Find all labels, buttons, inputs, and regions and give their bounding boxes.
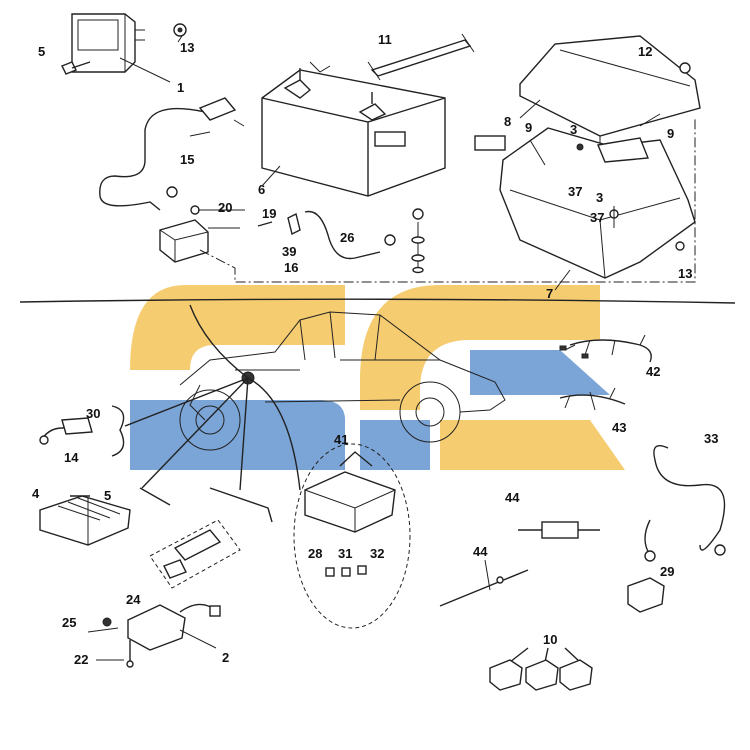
callout-25: 25 bbox=[62, 615, 76, 630]
callout-8: 8 bbox=[504, 114, 511, 129]
callout-7: 7 bbox=[546, 286, 553, 301]
extension-cable bbox=[644, 445, 726, 562]
section-divider bbox=[19, 298, 736, 304]
callout-2: 2 bbox=[222, 650, 229, 665]
callout-14: 14 bbox=[64, 450, 79, 465]
reference-line bbox=[199, 118, 696, 283]
ignition-coil bbox=[102, 603, 221, 668]
callout-13b: 13 bbox=[678, 266, 692, 281]
fuse-wire bbox=[439, 559, 529, 607]
watermark-blue-top bbox=[470, 350, 610, 395]
inline-fuse bbox=[518, 521, 600, 539]
battery bbox=[261, 61, 446, 197]
switch bbox=[627, 577, 665, 613]
callout-43: 43 bbox=[612, 420, 626, 435]
callout-29: 29 bbox=[660, 564, 674, 579]
callout-leaders bbox=[87, 35, 661, 661]
callout-30: 30 bbox=[86, 406, 100, 421]
callout-22: 22 bbox=[74, 652, 88, 667]
callout-16: 16 bbox=[284, 260, 298, 275]
callout-42: 42 bbox=[646, 364, 660, 379]
callout-11: 11 bbox=[378, 32, 392, 47]
watermark-blue-right bbox=[360, 420, 430, 470]
callout-12: 12 bbox=[638, 44, 652, 59]
battery-box bbox=[474, 127, 696, 279]
callout-20: 20 bbox=[218, 200, 232, 215]
voltage-regulator bbox=[39, 495, 131, 546]
callout-10: 10 bbox=[543, 632, 557, 647]
callout-37: 37 bbox=[568, 184, 582, 199]
battery-cable bbox=[99, 97, 245, 211]
callout-32: 32 bbox=[370, 546, 384, 561]
callout-15: 15 bbox=[180, 152, 194, 167]
callout-6: 6 bbox=[258, 182, 265, 197]
bolt-icon bbox=[679, 62, 691, 74]
watermark-yellow-bottom bbox=[440, 420, 625, 470]
callout-1: 1 bbox=[177, 80, 184, 95]
callout-33: 33 bbox=[704, 431, 718, 446]
connector-assembly bbox=[149, 519, 241, 589]
wire-harness bbox=[559, 334, 652, 363]
screw-icon bbox=[61, 61, 91, 75]
starter-relay bbox=[159, 186, 273, 263]
watermark-yellow-left bbox=[130, 285, 345, 370]
watermark-blue-left bbox=[130, 400, 345, 470]
callout-3: 3 bbox=[570, 122, 577, 137]
relay-set bbox=[489, 647, 593, 691]
callout-5b: 5 bbox=[104, 488, 111, 503]
sensor-with-wire bbox=[39, 417, 93, 445]
nut-icon bbox=[173, 23, 187, 37]
callout-39: 39 bbox=[282, 244, 296, 259]
wire-harness-small bbox=[559, 387, 626, 411]
watermark-logo bbox=[130, 285, 625, 470]
callout-37b: 37 bbox=[590, 210, 604, 225]
leader-lines bbox=[111, 304, 373, 523]
callout-24: 24 bbox=[126, 592, 141, 607]
callout-44: 44 bbox=[505, 490, 520, 505]
callout-19: 19 bbox=[262, 206, 276, 221]
callout-13: 13 bbox=[180, 40, 194, 55]
watermark-yellow-right bbox=[360, 285, 600, 410]
ground-cable bbox=[287, 208, 425, 274]
callout-41: 41 bbox=[334, 432, 348, 447]
callout-3b: 3 bbox=[596, 190, 603, 205]
callout-28: 28 bbox=[308, 546, 322, 561]
callout-4: 4 bbox=[32, 486, 40, 501]
callout-26: 26 bbox=[340, 230, 354, 245]
battery-strap bbox=[367, 33, 475, 81]
control-module bbox=[293, 443, 411, 629]
ecu-module bbox=[71, 13, 171, 83]
callout-5: 5 bbox=[38, 44, 45, 59]
callout-31: 31 bbox=[338, 546, 352, 561]
callout-9b: 9 bbox=[667, 126, 674, 141]
callout-44b: 44 bbox=[473, 544, 488, 559]
callout-labels: 1 5 13 11 12 8 9 3 9 37 3 37 13 7 15 6 2… bbox=[32, 32, 718, 667]
callout-9: 9 bbox=[525, 120, 532, 135]
